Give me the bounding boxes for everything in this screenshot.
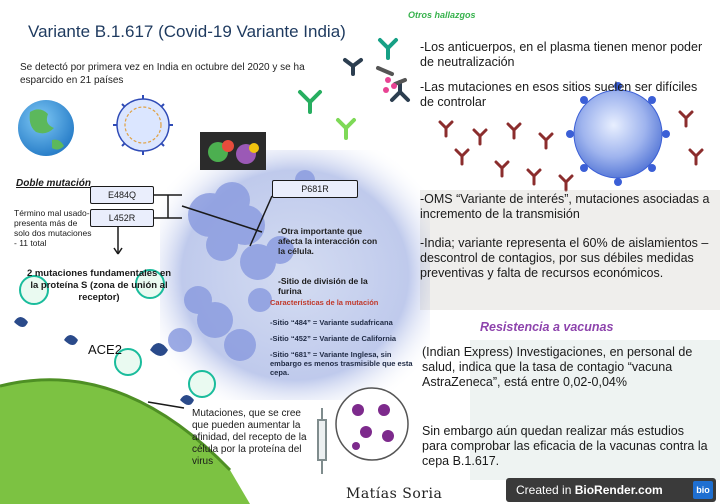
- finding-india: -India; variante representa el 60% de ai…: [420, 236, 709, 280]
- finding-mutations-hard: -Las mutaciones en esos sitios suelen se…: [420, 80, 698, 109]
- sitios-list: -Sitio “484” = Variante sudafricana -Sit…: [270, 318, 418, 384]
- author-signature: Matías Soria: [346, 486, 443, 502]
- indian-express-text: (Indian Express) Investigaciones, en per…: [422, 345, 693, 389]
- small-virus-icons: [19, 269, 216, 398]
- sin-embargo-text: Sin embargo aún quedan realizar más estu…: [422, 424, 708, 468]
- antibodies-right: [438, 110, 704, 192]
- otra-importante-text: -Otra importante que afecta la interacci…: [278, 226, 378, 256]
- sitio-division-text: -Sitio de división de la furina: [278, 276, 368, 296]
- finding-oms: -OMS “Variante de interés”, mutaciones a…: [420, 192, 710, 221]
- biorender-logo-icon: bio: [693, 481, 713, 499]
- mutation-box-e484q: E484Q: [90, 186, 154, 204]
- syringe-icon: [317, 408, 327, 474]
- large-virus-illustration: [566, 82, 670, 186]
- sitio-484: -Sitio “484” = Variante sudafricana: [270, 318, 393, 327]
- mutation-box-p681r: P681R: [272, 180, 358, 198]
- connector-lines: [113, 194, 273, 409]
- sitio-681: -Sitio “681” = Variante Inglesa, sin emb…: [270, 350, 413, 377]
- resistencia-heading: Resistencia a vacunas: [480, 320, 614, 334]
- badge-brand: BioRender.com: [574, 483, 663, 497]
- termino-note: Término mal usado-presenta más de solo d…: [14, 208, 92, 248]
- human-cell-membrane: [0, 378, 250, 504]
- protein-structure-icon: [200, 132, 266, 170]
- healthcare-photo: [470, 340, 720, 480]
- virus-magnifier-icon: [335, 387, 409, 461]
- doble-mutacion-label: Doble mutación: [16, 178, 92, 189]
- page-title: Variante B.1.617 (Covid-19 Variante Indi…: [28, 22, 346, 41]
- mutaciones-afinidad-text: Mutaciones, que se cree que pueden aumen…: [192, 408, 307, 467]
- coronavirus-icon: [113, 95, 173, 155]
- biorender-badge[interactable]: Created in BioRender.com bio: [506, 478, 716, 502]
- sitio-452: -Sitio “452” = Variante de California: [270, 334, 397, 343]
- crowd-photo: [420, 190, 720, 310]
- mutation-box-l452r: L452R: [90, 209, 154, 227]
- intro-text: Se detectó por primera vez en India en o…: [20, 62, 305, 86]
- ace2-label: ACE2: [88, 342, 122, 357]
- pink-particles: [383, 77, 397, 93]
- caracteristicas-heading: Características de la mutación: [270, 298, 379, 307]
- finding-antibodies: -Los anticuerpos, en el plasma tienen me…: [420, 40, 703, 69]
- badge-prefix: Created in: [516, 483, 575, 497]
- antibody-cluster-icon: [298, 38, 410, 140]
- dos-mutaciones-label: 2 mutaciones fundamentales en la proteín…: [26, 268, 172, 303]
- otros-hallazgos-heading: Otros hallazgos: [408, 10, 476, 20]
- earth-globe-icon: [18, 100, 74, 156]
- ace2-receptor-icons: [14, 317, 194, 405]
